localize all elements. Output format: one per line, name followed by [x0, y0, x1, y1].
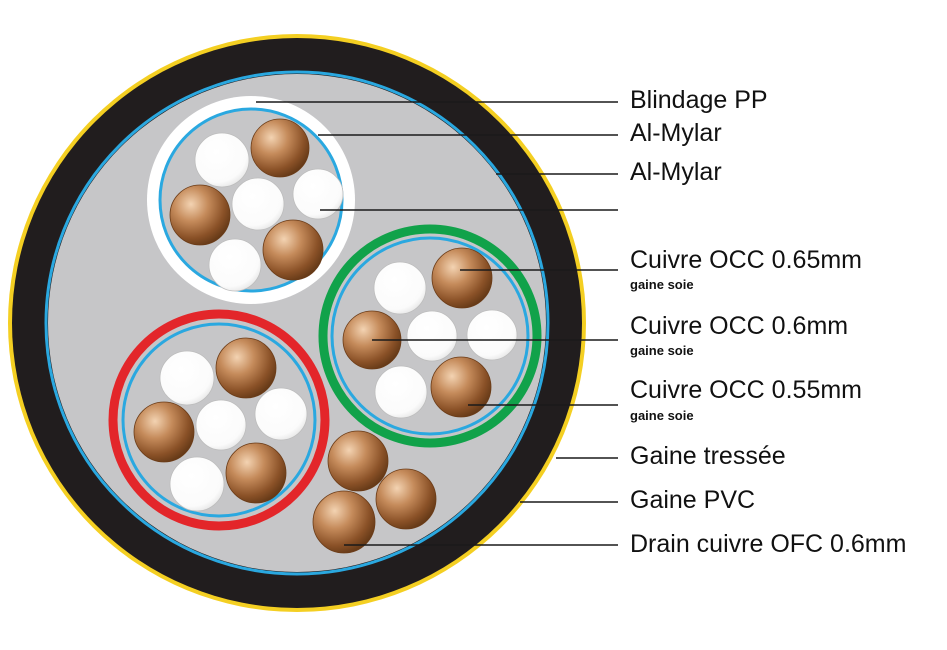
insulated-strand-0: [194, 132, 250, 188]
insulated-strand-11: [466, 309, 518, 361]
insulated-strand-5: [208, 238, 262, 292]
label-cuivre-065: Cuivre OCC 0.65mm: [630, 246, 862, 274]
label-cuivre-06: Cuivre OCC 0.6mm: [630, 312, 849, 340]
copper-conductor-6: [262, 219, 324, 281]
label-al-mylar-2: Al-Mylar: [630, 158, 722, 186]
copper-conductor-22: [375, 468, 437, 530]
copper-conductor-13: [430, 356, 492, 418]
insulated-strand-17: [195, 399, 247, 451]
label-cuivre-065-sub: gaine soie: [630, 277, 694, 292]
label-cuivre-055: Cuivre OCC 0.55mm: [630, 376, 862, 404]
label-drain: Drain cuivre OFC 0.6mm: [630, 530, 907, 558]
insulated-strand-18: [254, 387, 308, 441]
copper-conductor-16: [133, 401, 195, 463]
copper-conductor-1: [250, 118, 310, 178]
insulated-strand-3: [231, 177, 285, 231]
copper-conductor-2: [169, 184, 231, 246]
insulated-strand-10: [406, 310, 458, 362]
label-gaine-pvc: Gaine PVC: [630, 486, 756, 514]
insulated-strand-14: [159, 350, 215, 406]
label-blindage-pp: Blindage PP: [630, 86, 768, 114]
leader-lines: [256, 101, 618, 546]
label-cuivre-06-sub: gaine soie: [630, 343, 694, 358]
insulated-strand-4: [292, 168, 344, 220]
copper-conductor-20: [225, 442, 287, 504]
label-cuivre-055-sub: gaine soie: [630, 408, 694, 423]
copper-conductor-23: [312, 490, 376, 554]
insulated-strand-7: [373, 261, 427, 315]
label-al-mylar-1: Al-Mylar: [630, 119, 722, 147]
outer-al-mylar-foil: [44, 70, 550, 576]
insulated-strand-12: [374, 365, 428, 419]
copper-conductor-21: [327, 430, 389, 492]
label-gaine-tressee: Gaine tressée: [630, 442, 786, 470]
copper-conductor-15: [215, 337, 277, 399]
insulated-strand-19: [169, 456, 225, 512]
copper-conductor-8: [431, 247, 493, 309]
